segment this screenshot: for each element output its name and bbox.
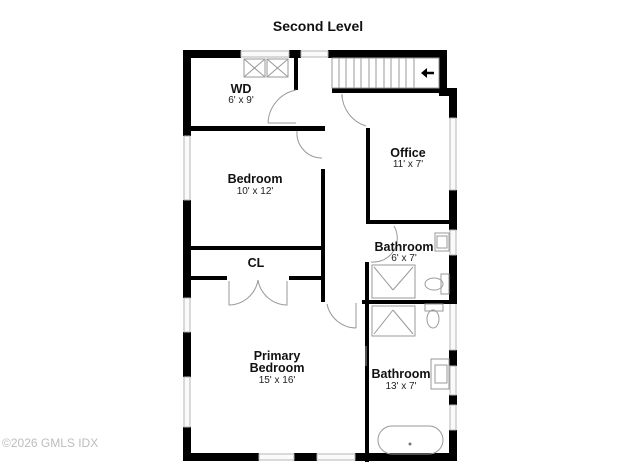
staircase bbox=[331, 57, 440, 89]
stairs-arrow-left-icon bbox=[421, 68, 434, 78]
room-dims: 13' x 7' bbox=[385, 381, 416, 392]
room-bathroom-1: Bathroom 6' x 7' bbox=[374, 240, 433, 264]
sink-icon bbox=[434, 232, 450, 252]
room-name: CL bbox=[248, 256, 265, 270]
bathtub-icon bbox=[377, 425, 444, 455]
doors bbox=[228, 89, 398, 366]
room-office: Office 11' x 7' bbox=[390, 146, 425, 170]
room-dims: 6' x 9' bbox=[228, 95, 254, 106]
room-bathroom-2: Bathroom 13' x 7' bbox=[371, 367, 430, 392]
room-name: Office bbox=[390, 146, 425, 160]
room-name: Bathroom bbox=[371, 367, 430, 381]
room-name: Bedroom bbox=[228, 172, 283, 186]
toilet-icon bbox=[424, 273, 450, 295]
watermark: ©2026 GMLS IDX bbox=[2, 436, 98, 450]
room-dims: 15' x 16' bbox=[259, 375, 296, 386]
floor-title: Second Level bbox=[273, 18, 363, 34]
washer-icon bbox=[243, 58, 266, 78]
room-name-line2: Bedroom bbox=[250, 361, 305, 375]
shower-icon bbox=[371, 264, 416, 299]
room-dims: 10' x 12' bbox=[237, 186, 274, 197]
shower-icon bbox=[371, 305, 416, 337]
room-name: Bathroom bbox=[374, 240, 433, 254]
room-name-line1: Primary bbox=[254, 349, 301, 363]
interior-walls bbox=[183, 50, 457, 462]
toilet-icon bbox=[424, 303, 444, 329]
room-bedroom: Bedroom 10' x 12' bbox=[228, 172, 283, 197]
room-name: WD bbox=[231, 82, 252, 96]
sink-icon bbox=[430, 358, 450, 390]
room-wd: WD 6' x 9' bbox=[228, 82, 254, 106]
room-closet: CL bbox=[248, 256, 265, 270]
room-dims: 6' x 7' bbox=[391, 253, 417, 264]
dryer-icon bbox=[266, 58, 289, 78]
room-primary-bedroom: Primary Bedroom 15' x 16' bbox=[250, 349, 305, 386]
room-dims: 11' x 7' bbox=[393, 159, 423, 170]
